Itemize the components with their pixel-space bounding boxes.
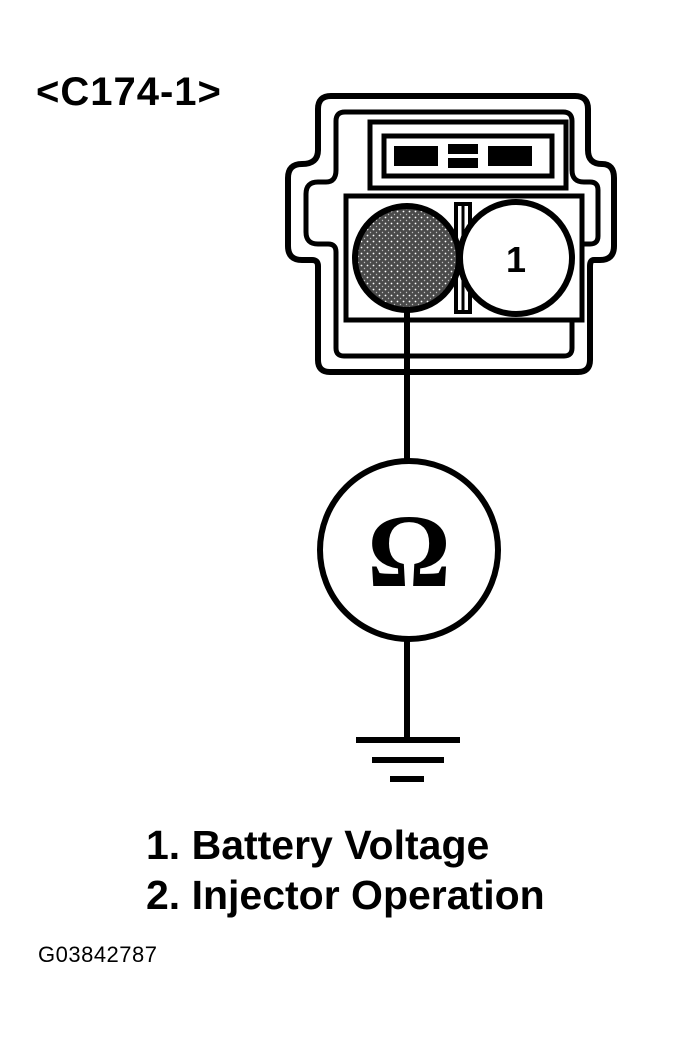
connector-c174-1: 1 — [285, 93, 617, 375]
legend-item-1: 1. Battery Voltage — [146, 822, 490, 868]
terminal-1 — [457, 199, 575, 317]
figure-id: G03842787 — [38, 942, 158, 967]
ohmmeter-icon: Ω — [317, 458, 501, 642]
lock-detail-right — [488, 146, 532, 166]
legend: 1. Battery Voltage 2. Injector Operation — [146, 820, 545, 920]
ground-icon — [356, 737, 460, 782]
ohm-symbol: Ω — [367, 494, 450, 609]
lock-detail-center-top — [448, 144, 478, 154]
legend-item-2: 2. Injector Operation — [146, 872, 545, 918]
connector-title: <C174-1> — [36, 70, 222, 114]
lock-detail-center-bottom — [448, 158, 478, 168]
terminal-1-label: 1 — [506, 239, 526, 280]
terminal-2-probed — [352, 203, 462, 313]
lock-detail-left — [394, 146, 438, 166]
